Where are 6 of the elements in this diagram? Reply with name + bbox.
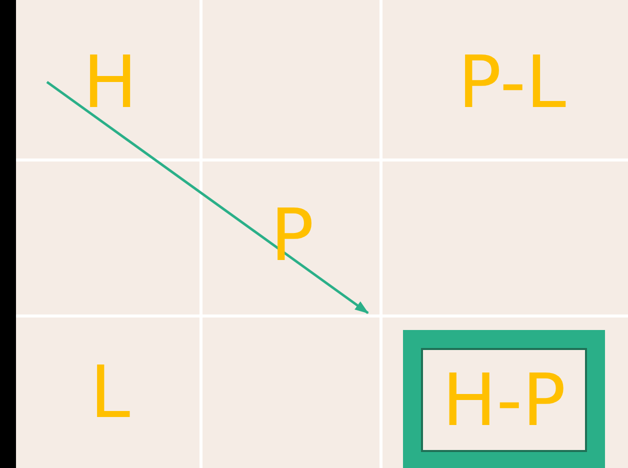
quadrant-label: H-P <box>442 364 566 436</box>
quadrant-label: L <box>90 356 130 428</box>
quadrant-label: P-L <box>458 46 566 118</box>
quadrant-label: P <box>270 199 314 271</box>
highlight-frame <box>403 330 605 468</box>
quadrant-label: H <box>83 46 138 118</box>
